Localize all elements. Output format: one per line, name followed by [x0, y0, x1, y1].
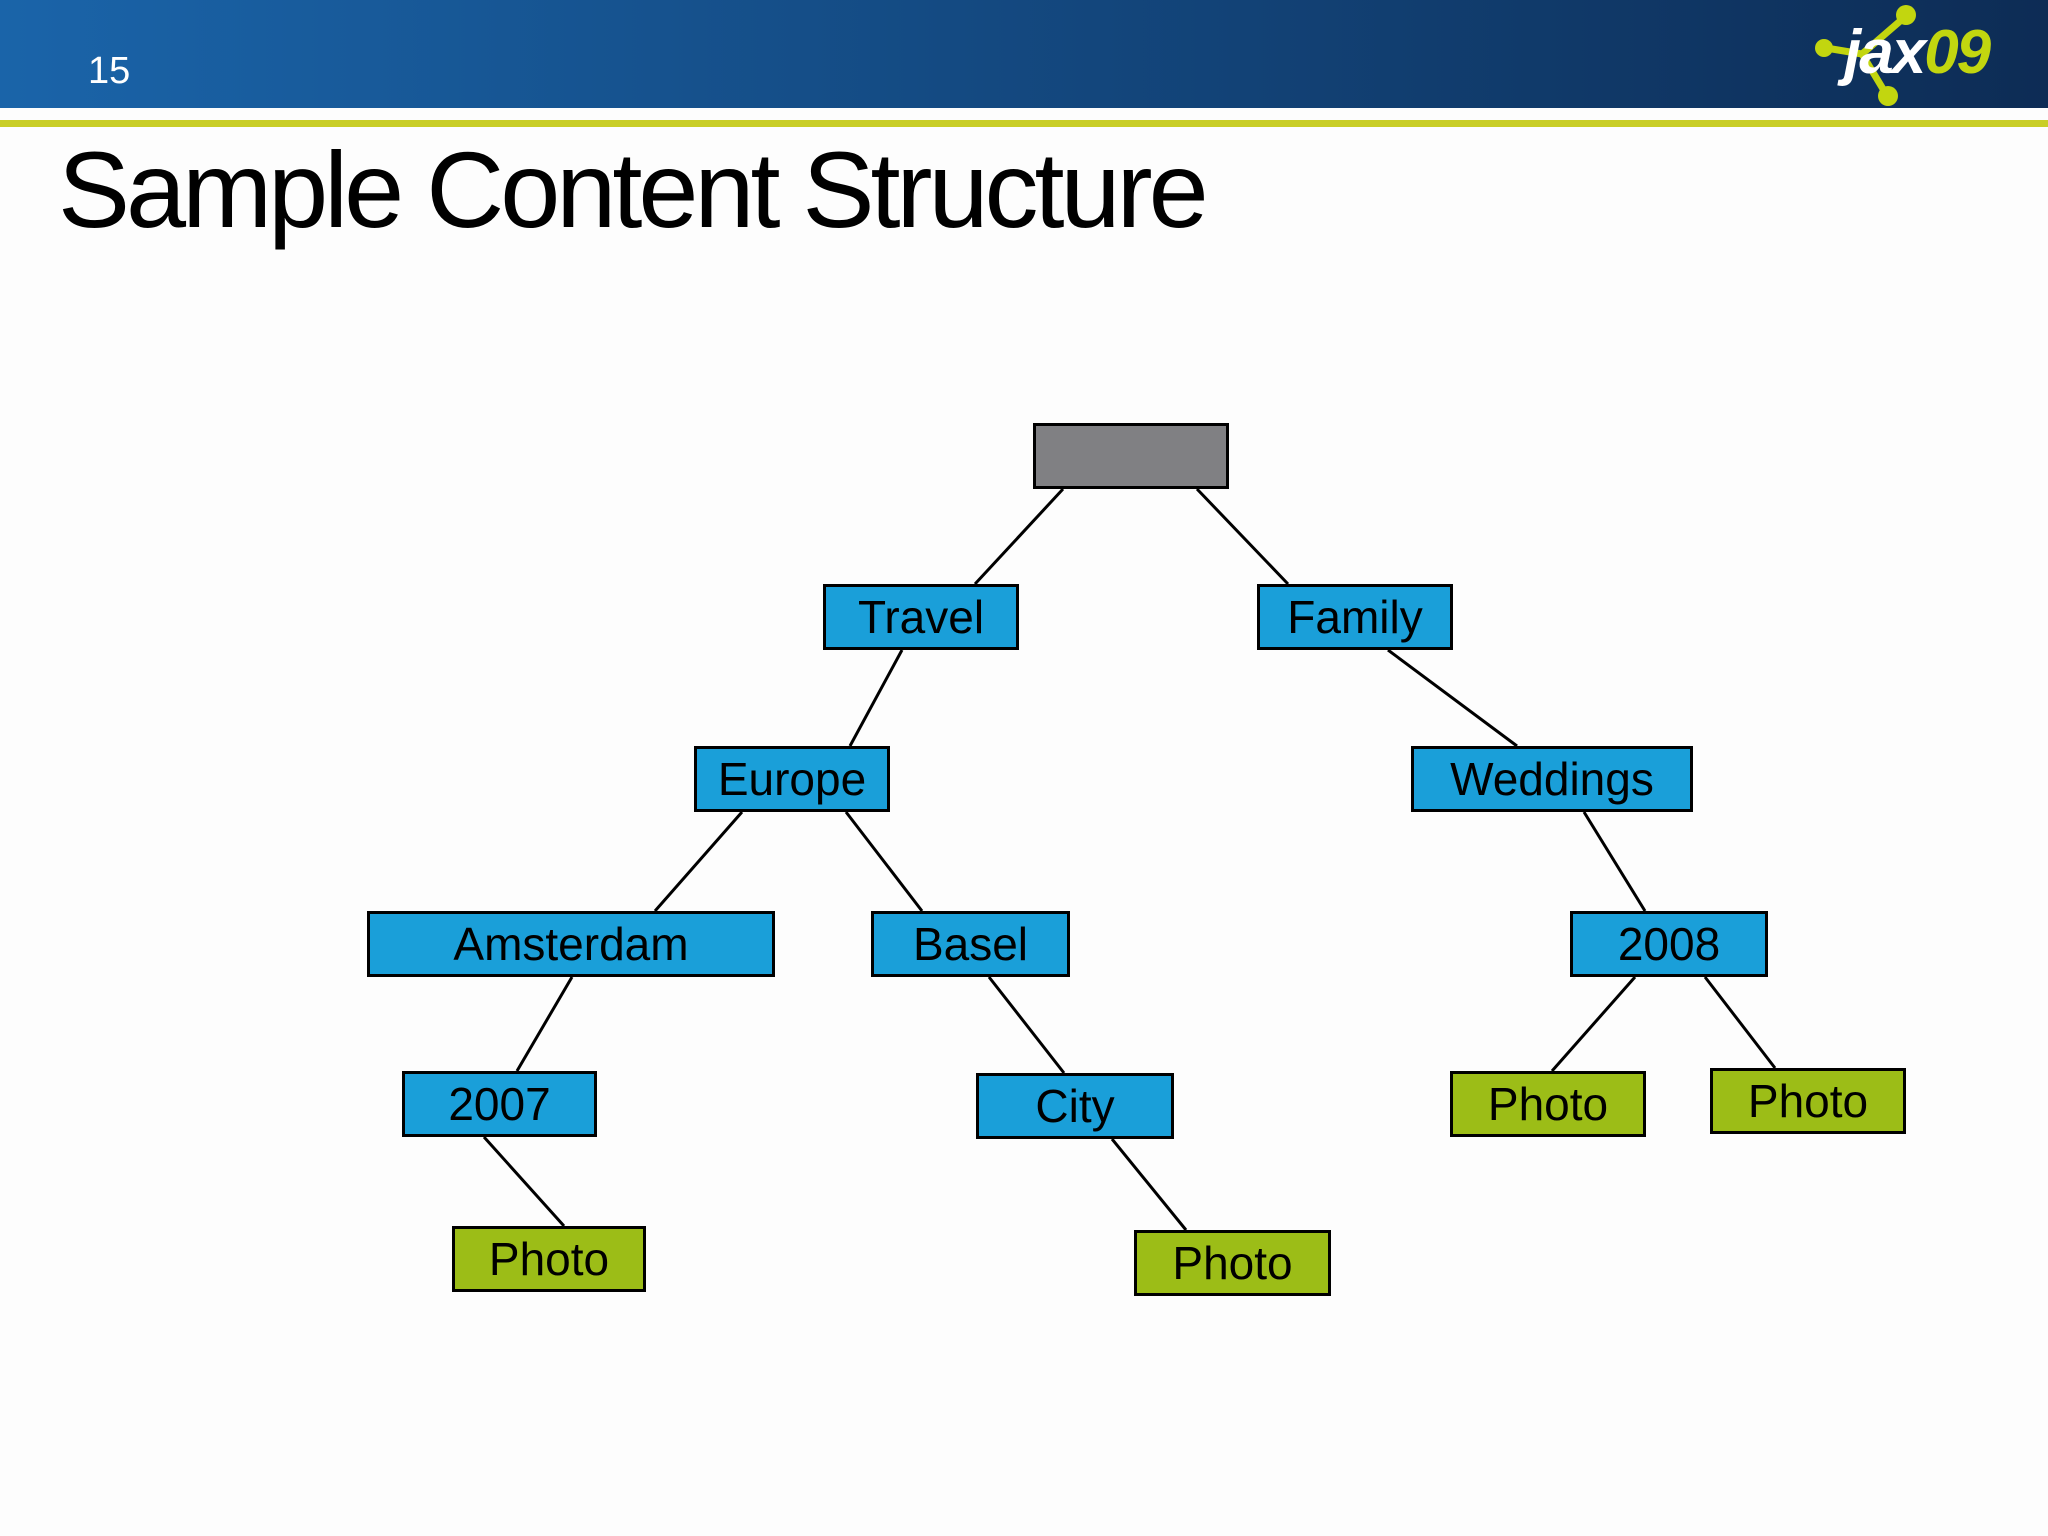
tree-edge-amsterdam-y2007: [515, 976, 574, 1072]
tree-edge-family-weddings: [1387, 648, 1518, 748]
tree-node-family: Family: [1257, 584, 1453, 650]
page-number: 15: [88, 50, 131, 92]
tree-edge-basel-city: [987, 976, 1066, 1074]
tree-node-root: [1033, 423, 1229, 489]
tree-edge-travel-europe: [848, 649, 904, 747]
header-bar: 15 jax09: [0, 0, 2048, 108]
tree-node-y2008: 2008: [1570, 911, 1768, 977]
tree-node-photo-2007: Photo: [452, 1226, 646, 1292]
logo-jax-label: jax: [1844, 18, 1926, 87]
tree-node-city: City: [976, 1073, 1174, 1139]
slide-title: Sample Content Structure: [58, 129, 1209, 250]
tree-node-weddings: Weddings: [1411, 746, 1693, 812]
tree-edge-y2007-photo-2007: [482, 1135, 566, 1228]
tree-edge-y2008-photo-2008-b: [1703, 976, 1777, 1069]
jax09-logo: jax09: [1810, 2, 2020, 108]
tree-edge-root-family: [1195, 487, 1290, 586]
logo-text: jax09: [1844, 22, 1991, 84]
tree-node-europe: Europe: [694, 746, 890, 812]
tree-node-photo-city: Photo: [1134, 1230, 1331, 1296]
tree-node-photo-2008-b: Photo: [1710, 1068, 1906, 1134]
tree-node-travel: Travel: [823, 584, 1019, 650]
tree-edge-y2008-photo-2008-a: [1550, 976, 1637, 1072]
tree-edge-root-travel: [973, 487, 1065, 586]
tree-node-y2007: 2007: [402, 1071, 597, 1137]
tree-node-basel: Basel: [871, 911, 1070, 977]
tree-edge-city-photo-city: [1110, 1138, 1188, 1231]
yellow-divider: [0, 120, 2048, 127]
tree-edge-europe-basel: [844, 811, 924, 912]
tree-edge-weddings-y2008: [1582, 811, 1647, 912]
tree-node-photo-2008-a: Photo: [1450, 1071, 1646, 1137]
tree-node-amsterdam: Amsterdam: [367, 911, 775, 977]
logo-09-label: 09: [1924, 18, 1991, 87]
tree-edge-europe-amsterdam: [653, 811, 744, 912]
logo-molecule-icon: [1815, 5, 1916, 106]
